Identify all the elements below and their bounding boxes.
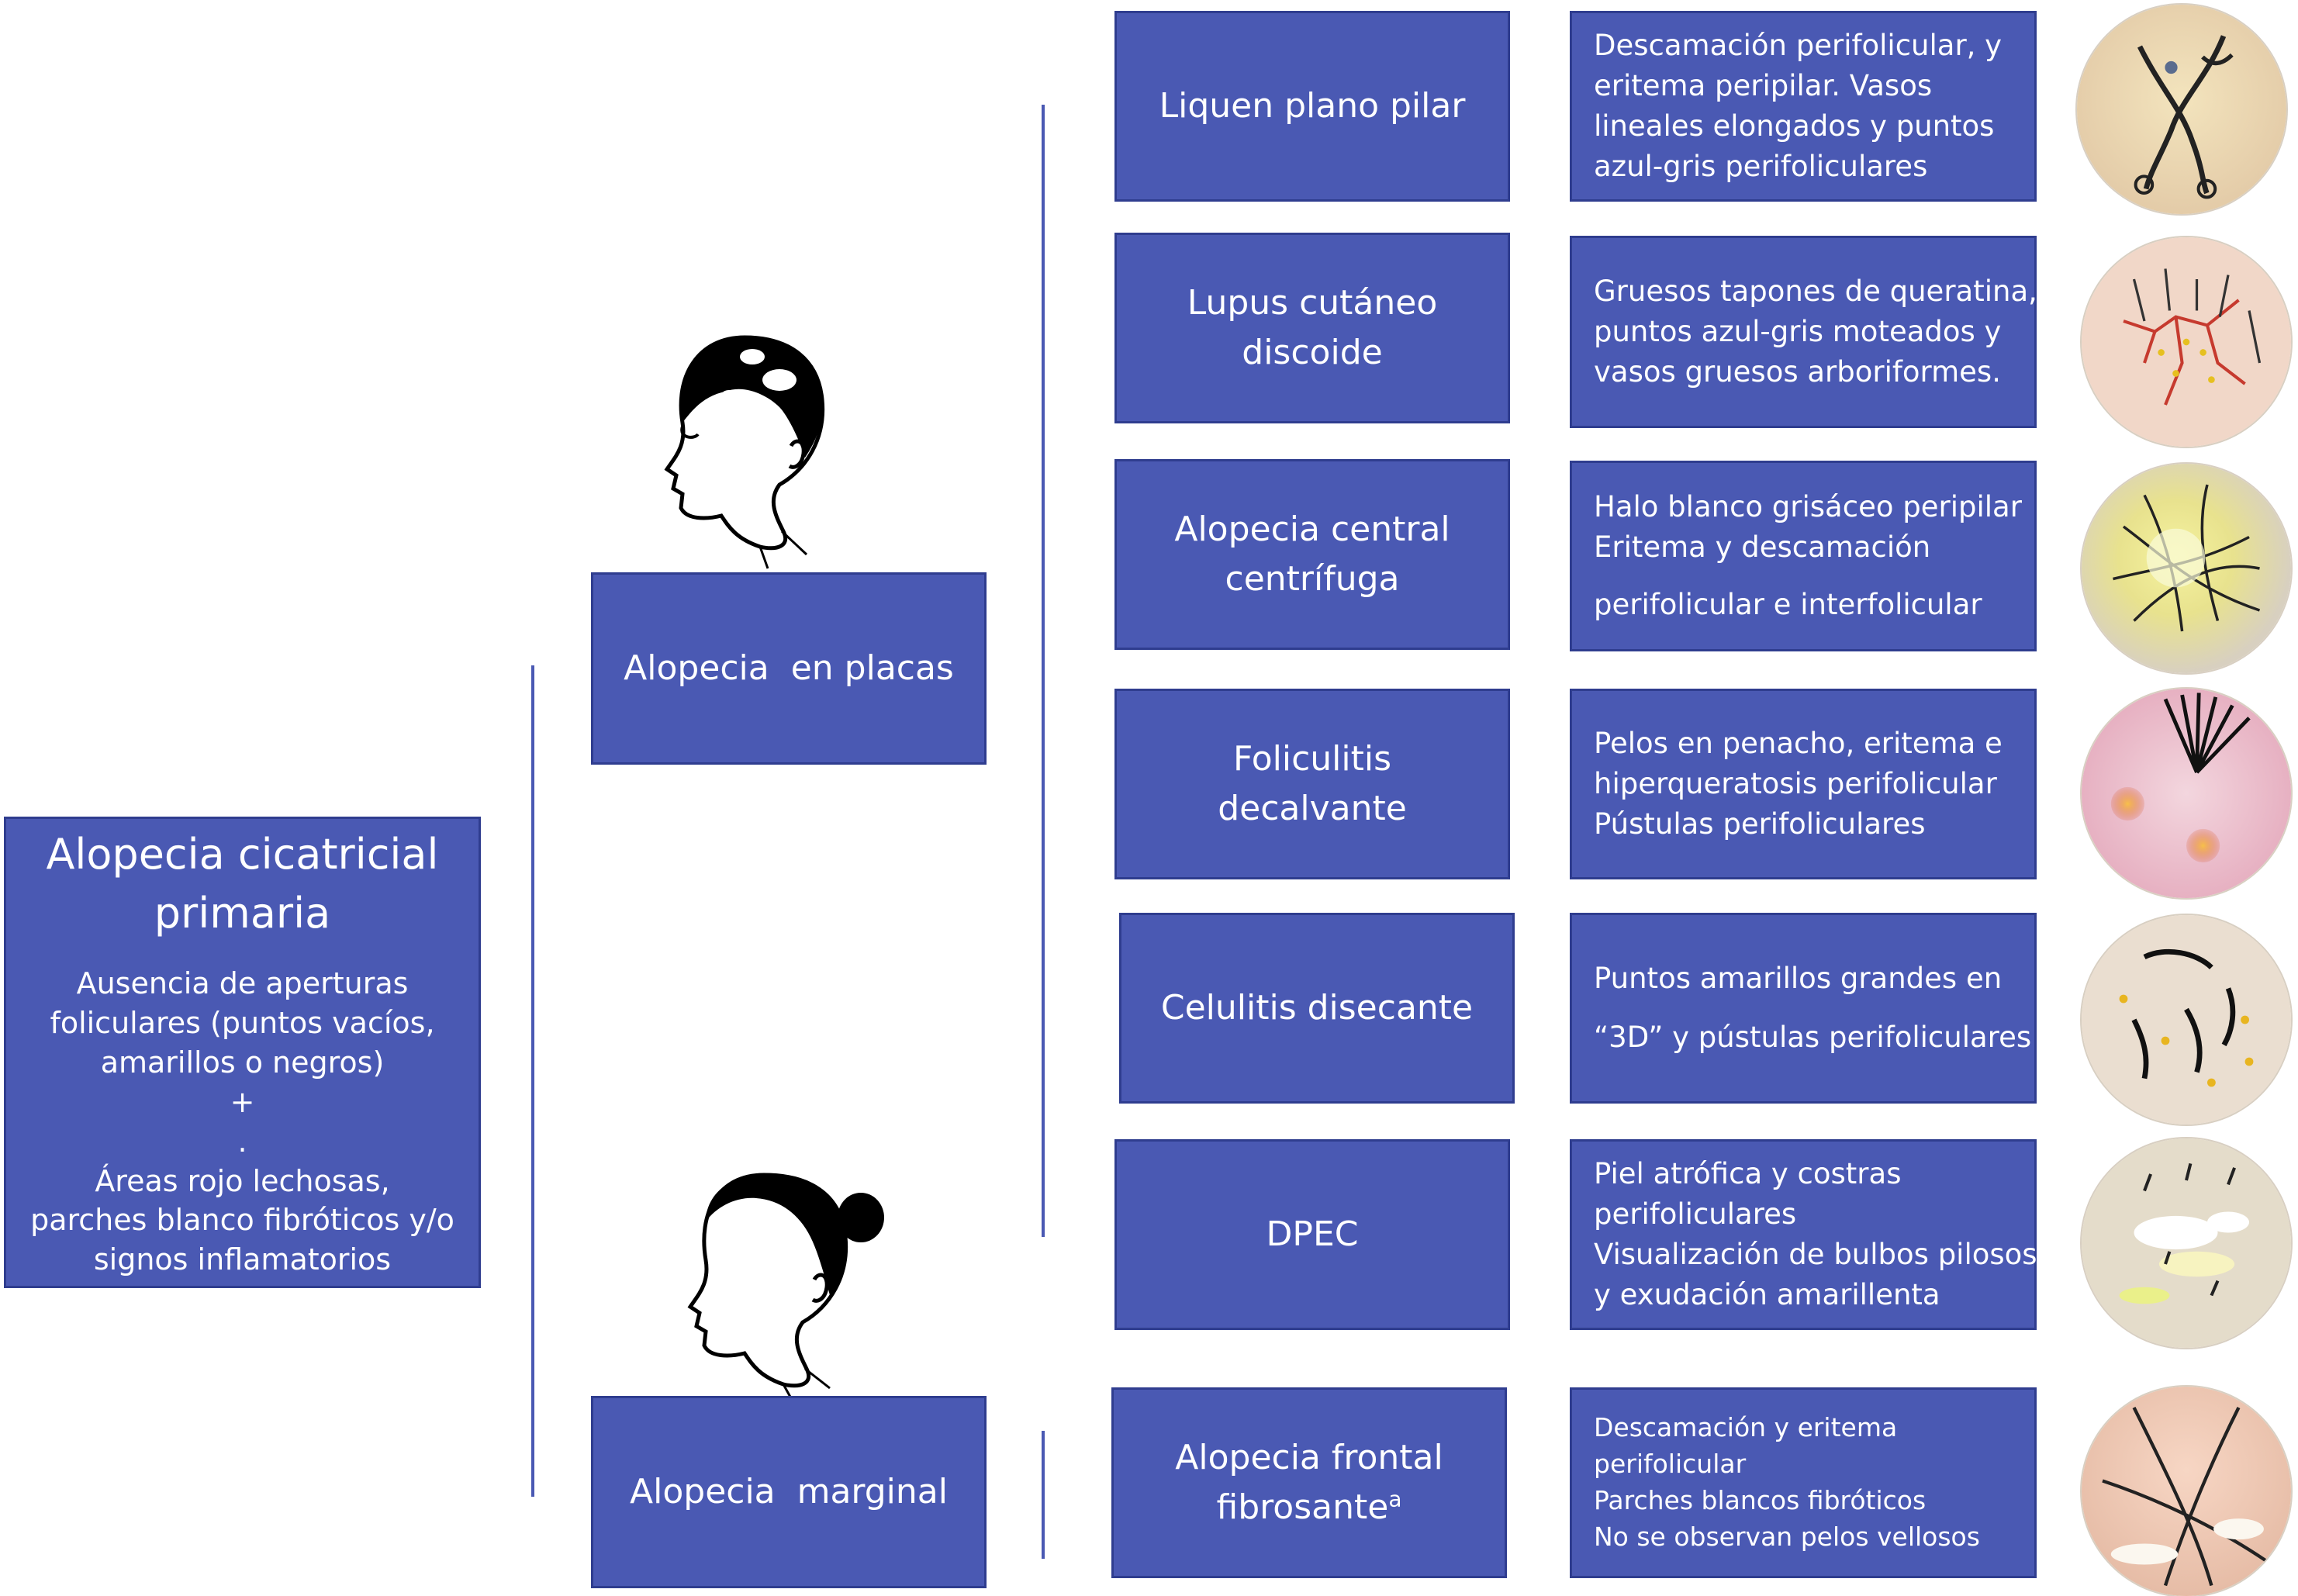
description-box-acc: Halo blanco grisáceo peripilar Eritema y… <box>1570 461 2037 651</box>
connector-line-placas <box>1042 105 1045 1237</box>
connector-line-root <box>531 665 534 1497</box>
description-box-lpp: Descamación perifolicular, y eritema per… <box>1570 11 2037 202</box>
dpec-dermoscopy-icon <box>2082 1138 2291 1348</box>
connector-line-marginal <box>1042 1431 1045 1559</box>
disease-box-dpec: DPEC <box>1114 1139 1510 1330</box>
disease-box-fd: Foliculitis decalvante <box>1114 689 1510 879</box>
disease-box-acc: Alopecia central centrífuga <box>1114 459 1510 650</box>
disease-box-cd: Celulitis disecante <box>1119 913 1515 1104</box>
description-box-cd: Puntos amarillos grandes en “3D” y pústu… <box>1570 913 2037 1104</box>
aff-dermoscopy-icon <box>2082 1387 2291 1596</box>
description-box-lcd: Gruesos tapones de queratina, puntos azu… <box>1570 236 2037 428</box>
lpp-dermoscopy-icon <box>2077 5 2286 214</box>
category-marginal: Alopecia marginal <box>591 1396 987 1588</box>
disease-box-lcd: Lupus cutáneo discoide <box>1114 233 1510 423</box>
aff-name-line2: fibrosantea <box>1216 1486 1402 1527</box>
root-description: Ausencia de aperturas foliculares (punto… <box>30 966 454 1277</box>
category-placas: Alopecia en placas <box>591 572 987 765</box>
disease-box-lpp: Liquen plano pilar <box>1114 11 1510 202</box>
lcd-dermoscopy-icon <box>2082 237 2291 447</box>
root-box: Alopecia cicatricial primaria Ausencia d… <box>4 817 481 1288</box>
description-box-aff: Descamación y eritema perifolicular Parc… <box>1570 1387 2037 1578</box>
fd-dermoscopy-icon <box>2082 689 2291 898</box>
root-title: Alopecia cicatricial primaria <box>46 829 439 938</box>
acc-dermoscopy-icon <box>2082 464 2291 673</box>
description-box-fd: Pelos en penacho, eritema e hiperquerato… <box>1570 689 2037 879</box>
cd-dermoscopy-icon <box>2082 915 2291 1124</box>
description-box-dpec: Piel atrófica y costras perifoliculares … <box>1570 1139 2037 1330</box>
disease-box-aff: Alopecia frontal fibrosantea <box>1111 1387 1507 1578</box>
head-marginal-icon <box>687 1173 884 1399</box>
head-placas-icon <box>664 335 825 569</box>
